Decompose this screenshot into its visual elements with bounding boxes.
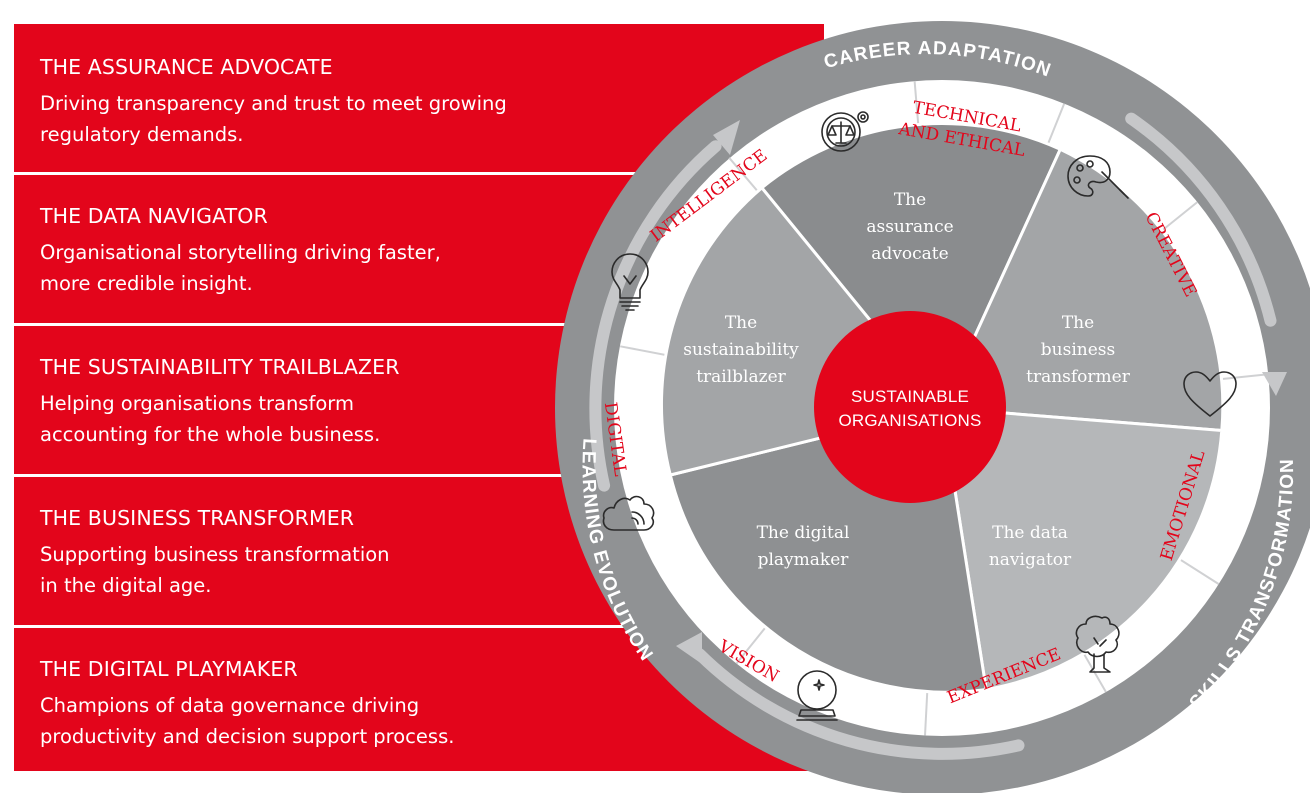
sector-label-line: The data [992,523,1068,543]
wedge-assurance-advocate [759,122,1063,411]
role-title: THE DIGITAL PLAYMAKER [40,657,298,681]
lightbulb-icon [611,253,649,311]
ring-arrows [589,112,1277,760]
sector-label-line: trailblazer [696,367,786,387]
sector-label-line: The [894,190,926,210]
cloud-icon [602,495,655,531]
sector-label-line: assurance [866,217,953,237]
center-label-line2: ORGANISATIONS [838,411,981,430]
role-row-assurance-advocate: THE ASSURANCE ADVOCATE Driving transpare… [14,24,824,172]
role-title: THE ASSURANCE ADVOCATE [40,55,333,79]
center-label-line1: SUSTAINABLE [851,387,969,406]
role-title: THE DATA NAVIGATOR [40,204,268,228]
sector-label-line: sustainability [683,340,799,360]
role-description-line: Helping organisations transform [40,392,354,415]
role-title: THE SUSTAINABILITY TRAILBLAZER [40,355,400,379]
sector-label-line: business [1041,340,1115,360]
wedge-business-transformer [939,147,1225,433]
sector-label-line: The [1062,313,1094,333]
crystal-ball-icon [796,670,838,721]
role-description-line: accounting for the whole business. [40,423,381,446]
role-title: THE BUSINESS TRANSFORMER [40,506,355,530]
sector-label-line: advocate [871,244,948,264]
palette-icon [1067,155,1129,199]
role-description-line: regulatory demands. [40,123,244,146]
role-description-line: productivity and decision support proces… [40,725,455,748]
tree-icon [1075,615,1120,673]
wedge-data-navigator [940,406,1224,692]
role-description-line: more credible insight. [40,272,253,295]
heart-icon [1183,371,1237,417]
role-description-line: in the digital age. [40,574,212,597]
role-description-line: Driving transparency and trust to meet g… [40,92,507,115]
sector-label-line: playmaker [758,550,850,570]
role-description-line: Supporting business transformation [40,543,390,566]
ring-arrowheads [676,120,1287,664]
role-description-line: Organisational storytelling driving fast… [40,241,441,264]
sector-label-line: transformer [1026,367,1131,387]
role-description-line: Champions of data governance driving [40,694,420,717]
scales-gear-icon [821,111,869,152]
sector-label-line: The [725,313,757,333]
sector-label-line: The digital [757,523,850,543]
center-circle [814,311,1006,503]
sector-label-line: navigator [989,550,1072,570]
